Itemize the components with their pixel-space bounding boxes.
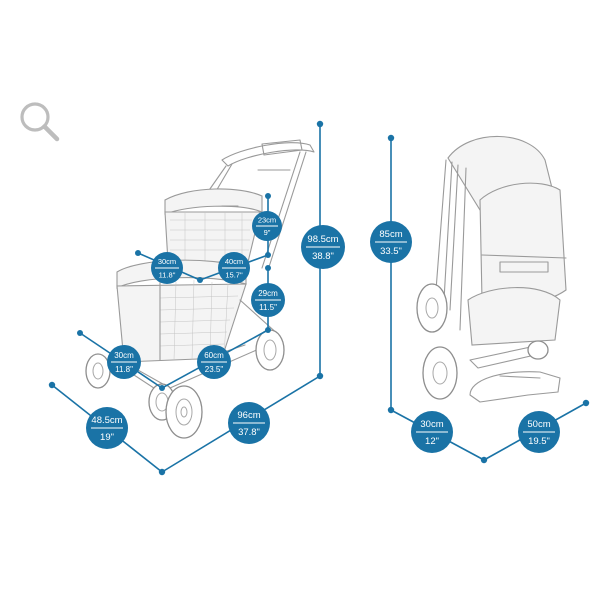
upper-basket-mesh	[170, 212, 252, 262]
badge-overall-height: 98.5cm 38.8"	[301, 225, 345, 269]
svg-text:30cm: 30cm	[420, 419, 443, 430]
rear-right-wheel	[165, 385, 203, 439]
svg-text:29cm: 29cm	[258, 289, 278, 298]
svg-text:33.5": 33.5"	[380, 246, 402, 257]
badge-folded-depth: 30cm 12"	[411, 411, 453, 453]
svg-text:50cm: 50cm	[527, 419, 550, 430]
badge-basket-top-height: 23cm 9"	[252, 211, 282, 241]
svg-text:98.5cm: 98.5cm	[307, 234, 338, 245]
svg-text:11.8": 11.8"	[159, 271, 176, 280]
svg-text:37.8": 37.8"	[238, 427, 260, 438]
svg-text:19.5": 19.5"	[528, 436, 550, 447]
svg-text:96cm: 96cm	[237, 410, 260, 421]
svg-text:9": 9"	[264, 228, 271, 237]
svg-text:12": 12"	[425, 436, 439, 447]
badge-overall-width: 48.5cm 19"	[86, 407, 128, 449]
folded-upper-wheel	[416, 283, 448, 333]
svg-text:15.7": 15.7"	[225, 271, 243, 280]
svg-text:19": 19"	[100, 432, 114, 443]
badge-folded-height: 85cm 33.5"	[370, 221, 412, 263]
svg-text:40cm: 40cm	[225, 257, 243, 266]
svg-text:48.5cm: 48.5cm	[91, 415, 122, 426]
svg-text:11.5": 11.5"	[259, 303, 277, 312]
folded-small-wheel	[527, 340, 549, 360]
open-stroller-illustration	[85, 139, 315, 439]
badge-top-basket-length: 40cm 15.7"	[218, 252, 250, 284]
svg-text:60cm: 60cm	[204, 351, 224, 360]
svg-text:11.8": 11.8"	[115, 365, 133, 374]
folded-stroller-illustration	[416, 135, 567, 403]
rear-left-wheel	[255, 329, 285, 371]
svg-text:30cm: 30cm	[114, 351, 134, 360]
svg-text:38.8": 38.8"	[312, 251, 334, 262]
badge-top-basket-width: 30cm 11.8"	[151, 252, 183, 284]
folded-lower-wheel	[422, 346, 458, 400]
front-left-wheel	[85, 353, 111, 389]
svg-text:23.5": 23.5"	[205, 365, 224, 374]
badge-lower-basket-height: 29cm 11.5"	[251, 283, 285, 317]
lower-basket-mesh	[159, 279, 239, 361]
magnifier-icon[interactable]	[20, 102, 60, 142]
svg-text:30cm: 30cm	[158, 257, 176, 266]
svg-text:23cm: 23cm	[258, 216, 276, 225]
badge-lower-basket-width: 30cm 11.8"	[107, 345, 141, 379]
badge-folded-width: 50cm 19.5"	[518, 411, 560, 453]
badge-lower-basket-length: 60cm 23.5"	[197, 345, 231, 379]
badge-overall-length: 96cm 37.8"	[228, 402, 270, 444]
svg-text:85cm: 85cm	[379, 229, 402, 240]
